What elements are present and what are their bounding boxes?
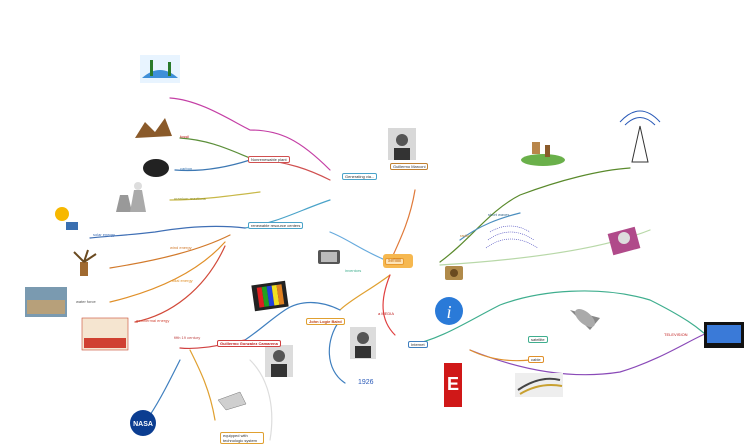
branch-gonzalez-down [189, 349, 216, 421]
branch-geo [134, 245, 226, 323]
branch-center-left [329, 231, 391, 263]
windmill-picture [73, 249, 97, 276]
short-waves-label[interactable]: short waves [488, 212, 510, 217]
radio-label[interactable]: radio [460, 233, 469, 238]
marconi-node[interactable]: Guillermo Marconi [390, 163, 429, 170]
branch-nasa [149, 359, 181, 416]
baird-portrait [350, 327, 376, 359]
generating-node[interactable]: Generating via... [342, 173, 378, 180]
branch-right-up [439, 167, 631, 263]
branch-marconi [389, 189, 416, 263]
radio-tower-picture [619, 110, 661, 163]
television-node[interactable]: TELEVISION [664, 332, 688, 337]
branch-tv-main [409, 290, 706, 346]
flat-tv-picture [704, 322, 744, 348]
inventors-label[interactable]: inventors [345, 268, 362, 273]
tv-color-bars-picture [251, 280, 289, 312]
svg-text:E: E [447, 374, 459, 394]
farm-picture [521, 142, 565, 166]
nasa-logo-picture: NASA [130, 410, 156, 436]
water-force-label[interactable]: water force [76, 299, 96, 304]
branch-right-wave [459, 212, 521, 241]
branch-media [382, 274, 396, 336]
solar-picture [55, 207, 78, 230]
renewable-node[interactable]: renewable resource centers [248, 222, 304, 229]
equipped-node[interactable]: equipped with technologic system [220, 432, 264, 444]
year-1926-node[interactable]: 1926 [358, 379, 374, 386]
old-radio-picture [607, 226, 641, 256]
gonzalez-node[interactable]: Guillermo Gonzalez Camarena [217, 340, 281, 347]
branch-wind [109, 234, 231, 269]
e-logo-picture: E [444, 363, 462, 407]
geothermal-diagram-picture [81, 317, 129, 351]
wind-energy-label[interactable]: wind energy [170, 245, 192, 250]
speaker-picture [445, 266, 463, 280]
fifth-century-label[interactable]: fifth 19 century [174, 335, 201, 340]
cables-picture [515, 373, 563, 397]
branch-cable [469, 349, 531, 362]
carbon-label[interactable]: carbon [180, 166, 193, 171]
branch-1926 [328, 319, 346, 384]
branch-solar [89, 225, 246, 239]
branch-fossil [179, 137, 251, 159]
branch-uranium [169, 191, 261, 201]
lake-picture [140, 55, 180, 83]
solar-energy-label[interactable]: solar energy [93, 232, 116, 237]
nonrenewable-node[interactable]: Nonrenewable plant [248, 156, 290, 163]
branch-tv-lower [469, 333, 706, 376]
dam-picture [25, 287, 67, 317]
power-plant-picture [116, 182, 146, 212]
satellite-node[interactable]: satellite [528, 336, 548, 343]
branch-tidal [109, 241, 226, 303]
branch-gray [249, 359, 273, 441]
geothermal-label[interactable]: geothermal energy [136, 318, 170, 323]
cable-node[interactable]: cable [528, 356, 544, 363]
gps-device-picture [318, 250, 340, 264]
space-shuttle-picture [217, 391, 247, 411]
branch-baird-left [244, 301, 341, 341]
fossil-label[interactable]: fossil [180, 134, 190, 139]
branch-top [169, 97, 331, 171]
waves-picture [485, 225, 539, 249]
center-node[interactable]: sefiiiiii [385, 258, 405, 265]
internet-node[interactable]: Internet [408, 341, 428, 348]
svg-text:NASA: NASA [133, 421, 153, 428]
gonzalez-portrait [265, 345, 293, 377]
fossil-picture [135, 118, 172, 138]
media-label[interactable]: a MEDIA [378, 311, 395, 316]
satellite-dish-picture [570, 309, 600, 330]
branch-baird [339, 274, 391, 311]
uranium-label[interactable]: uranium reactions [174, 196, 206, 201]
svg-text:i: i [446, 302, 451, 322]
marconi-portrait [388, 128, 416, 160]
info-icon: i [435, 297, 463, 325]
baird-node[interactable]: John Logie Baird [306, 318, 345, 325]
tidal-energy-label[interactable]: tidal energy [172, 278, 193, 283]
carbon-picture [143, 159, 169, 177]
branch-carbon [174, 159, 251, 172]
